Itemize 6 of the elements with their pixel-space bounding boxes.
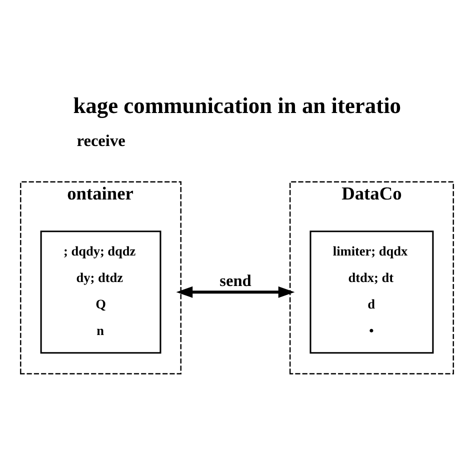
node-box: limiter; dqdx dtdx; dt d • xyxy=(310,230,434,354)
diagram-title: kage communication in an iteratio xyxy=(73,93,402,118)
label: receive xyxy=(76,130,126,150)
arrow xyxy=(176,286,295,298)
edge-label: send xyxy=(220,270,252,290)
node-box: ; dqdy; dqdz dy; dtdz Q n xyxy=(40,230,162,354)
